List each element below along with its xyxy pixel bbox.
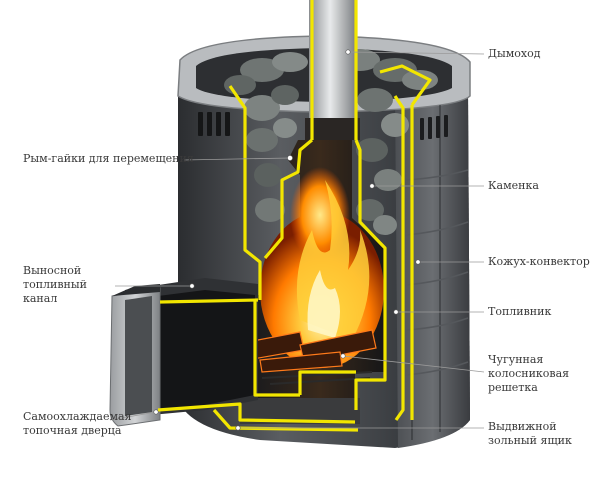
label-grate: Чугунная колосниковая решетка: [488, 353, 569, 395]
leader-lines: [109, 51, 485, 429]
label-firebox: Топливник: [488, 305, 552, 318]
label-channel-line3: канал: [23, 292, 58, 305]
chimney-pipe: [305, 0, 360, 140]
label-door: Самоохлаждаемая топочная дверца: [23, 410, 132, 438]
label-grate-line3: решетка: [488, 381, 538, 394]
fire-door: [109, 284, 161, 427]
label-ashpan: Выдвижной зольный ящик: [488, 420, 572, 448]
label-door-line1: Самоохлаждаемая: [23, 410, 132, 423]
label-nuts: Рым-гайки для перемещения: [23, 152, 194, 165]
leader-dots: [153, 49, 421, 431]
label-grate-line2: колосниковая: [488, 367, 570, 380]
label-grate-line1: Чугунная: [488, 353, 544, 366]
label-door-line2: топочная дверца: [23, 424, 122, 437]
label-chimney: Дымоход: [488, 47, 541, 60]
label-ashpan-line1: Выдвижной: [488, 420, 557, 433]
label-casing: Кожух-конвектор: [488, 255, 590, 268]
label-stones: Каменка: [488, 179, 539, 192]
label-channel-line2: топливный: [23, 278, 87, 291]
label-channel: Выносной топливный канал: [23, 264, 87, 306]
cutaway-outline: [157, 0, 432, 432]
label-ashpan-line2: зольный ящик: [488, 434, 572, 447]
label-channel-line1: Выносной: [23, 264, 82, 277]
